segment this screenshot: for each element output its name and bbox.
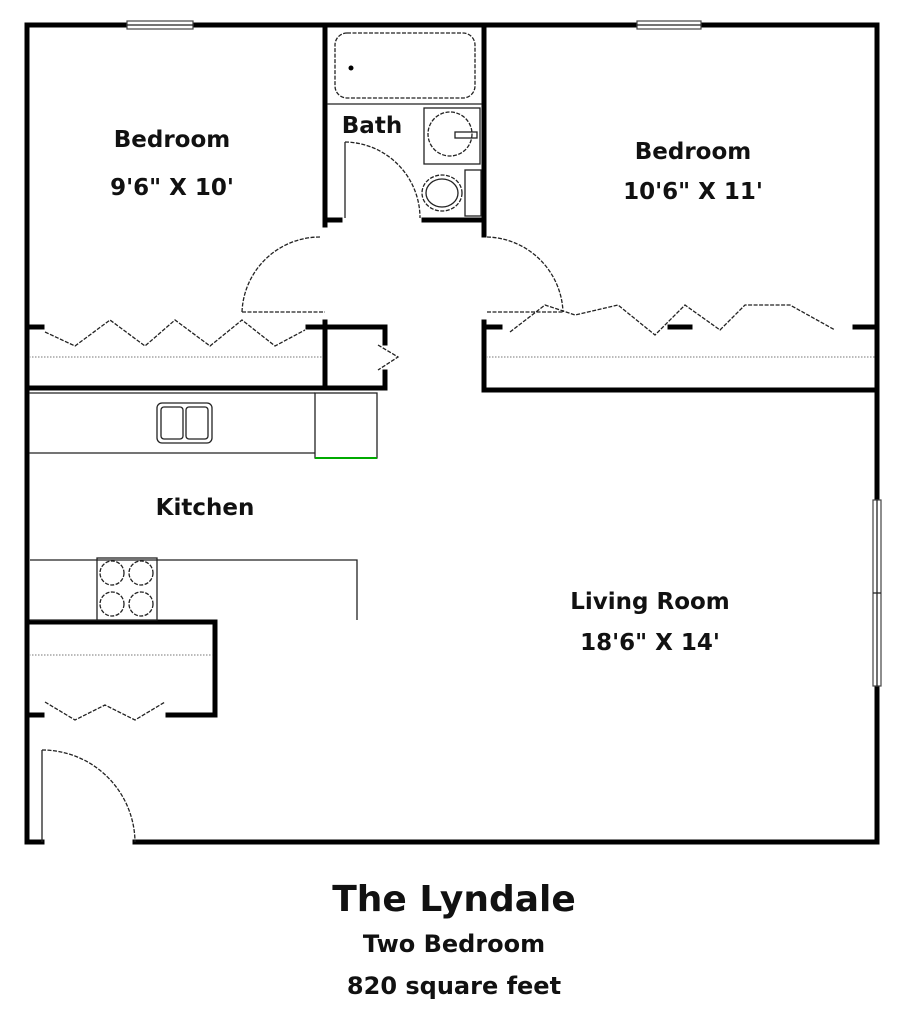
plan-title: The Lyndale [332, 879, 576, 920]
plan-area: 820 square feet [347, 972, 561, 1000]
plan-subtitle: Two Bedroom [363, 930, 545, 958]
kitchen-sink [156, 402, 213, 444]
toilet [421, 169, 482, 217]
windows [126, 20, 882, 687]
bedroom-left-size: 9'6" X 10' [110, 175, 234, 201]
exterior-walls [24, 22, 880, 845]
closet-bifold-doors [29, 304, 875, 721]
bedroom-right-size: 10'6" X 11' [623, 179, 763, 205]
kitchen-label: Kitchen [156, 495, 255, 521]
bedroom-right-label: Bedroom [635, 139, 752, 165]
doors [41, 141, 564, 843]
refrigerator [314, 392, 378, 459]
interior-walls [24, 22, 880, 718]
bathtub [327, 32, 482, 105]
bath-sink [423, 107, 481, 165]
kitchen-island-stove [30, 557, 358, 621]
living-room-size: 18'6" X 14' [580, 630, 720, 656]
bath-label: Bath [342, 113, 402, 139]
kitchen-counter [29, 392, 378, 459]
stove [96, 557, 158, 621]
bedroom-left-label: Bedroom [114, 127, 231, 153]
living-room-label: Living Room [570, 589, 730, 615]
